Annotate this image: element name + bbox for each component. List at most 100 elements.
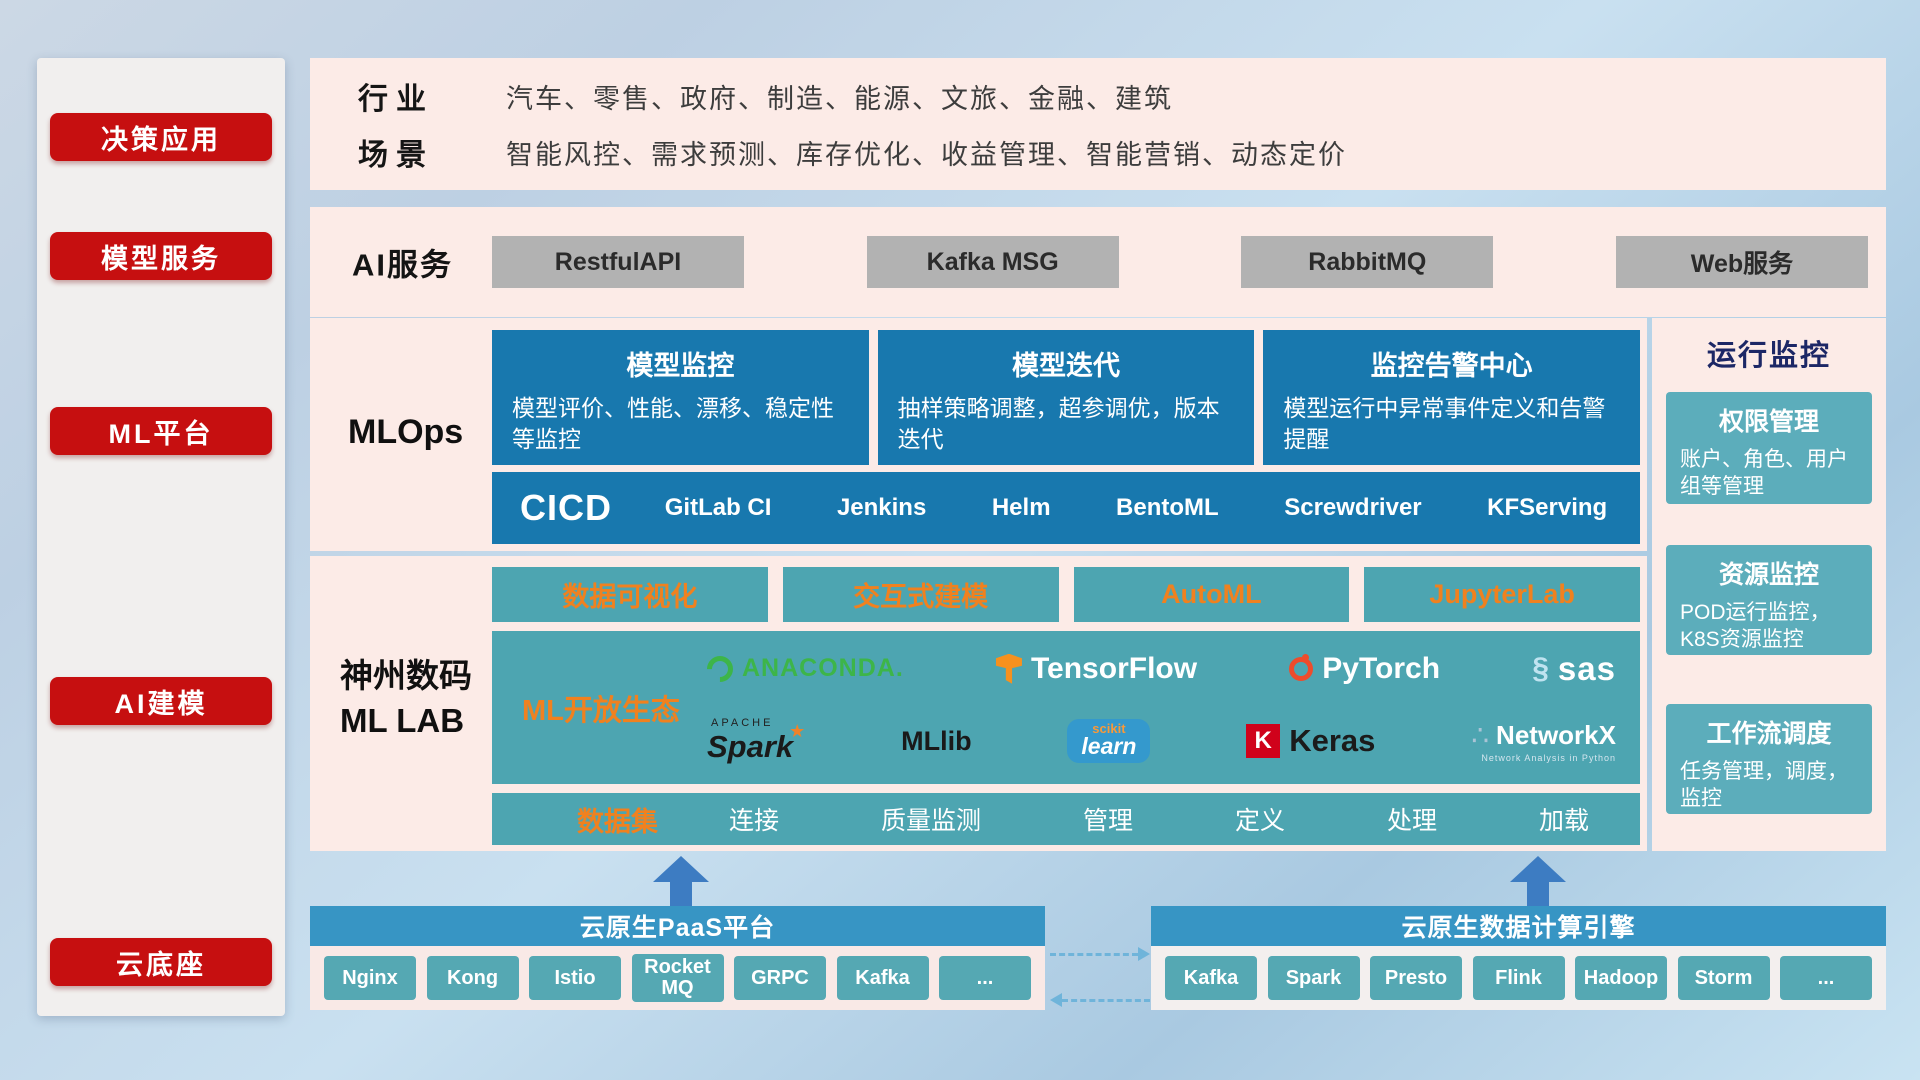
- ml-lab-label-line2: ML LAB: [340, 701, 465, 739]
- sas-wordmark: sas: [1557, 649, 1616, 687]
- model-monitoring-card: 模型监控 模型评价、性能、漂移、稳定性等监控: [492, 330, 869, 465]
- dataflow-line-left: [1062, 999, 1150, 1002]
- sas-logo: § sas: [1532, 650, 1616, 688]
- engine-storm-block: Storm: [1677, 956, 1770, 1000]
- kfserving-item: KFServing: [1487, 494, 1608, 521]
- dataset-label: 数据集: [577, 806, 658, 837]
- card-title: 模型监控: [626, 351, 735, 381]
- networkx-wordmark: NetworkX: [1496, 720, 1616, 751]
- dataflow-arrowhead-left: [1050, 993, 1062, 1007]
- card-title: 工作流调度: [1706, 720, 1832, 748]
- up-arrow-right: [1510, 856, 1566, 906]
- ml-open-ecosystem-box: ML开放生态 ANACONDA. TensorFlow PyTorch: [492, 631, 1640, 784]
- web-service-block: Web服务: [1615, 236, 1868, 288]
- data-visualization-block: 数据可视化: [492, 567, 768, 622]
- kafka-block: Kafka: [836, 956, 929, 1000]
- dataset-step-manage: 管理: [1082, 807, 1133, 835]
- networkx-logo: ∴ NetworkX Network Analysis in Python: [1471, 719, 1616, 763]
- layer-model-service: 模型服务: [50, 232, 272, 280]
- cicd-tools: GitLab CI Jenkins Helm BentoML Screwdriv…: [632, 494, 1640, 522]
- card-desc: 账户、角色、用户组等管理: [1680, 448, 1848, 499]
- rocketmq-block: RocketMQ: [631, 954, 724, 1002]
- interactive-modeling-block: 交互式建模: [782, 567, 1059, 622]
- permission-management-card: 权限管理 账户、角色、用户组等管理: [1666, 392, 1872, 504]
- tensorflow-icon: [995, 653, 1022, 684]
- card-desc: 模型评价、性能、漂移、稳定性等监控: [512, 395, 834, 453]
- arrow-stem: [670, 882, 692, 906]
- dataflow-line-right: [1050, 953, 1138, 956]
- scenario-row: 场景 智能风控、需求预测、库存优化、收益管理、智能营销、动态定价: [358, 128, 1866, 176]
- card-desc: 模型运行中异常事件定义和告警提醒: [1283, 395, 1606, 453]
- keras-k-icon: K: [1246, 724, 1281, 759]
- runtime-monitoring-title: 运行监控: [1706, 340, 1831, 372]
- scenario-list: 智能风控、需求预测、库存优化、收益管理、智能营销、动态定价: [506, 139, 1347, 170]
- ecosystem-logo-row-1: ANACONDA. TensorFlow PyTorch § sas: [701, 650, 1616, 688]
- paas-more-block: ...: [939, 956, 1031, 1000]
- scikit-learn-wordmark: learn: [1081, 733, 1137, 760]
- card-desc: 抽样策略调整，超参调优，版本迭代: [897, 395, 1220, 453]
- kafka-msg-block: Kafka MSG: [866, 236, 1119, 288]
- anaconda-logo: ANACONDA.: [701, 650, 904, 688]
- helm-item: Helm: [991, 494, 1051, 521]
- ml-lab-section: 神州数码 ML LAB 数据可视化 交互式建模 AutoML JupyterLa…: [310, 556, 1647, 851]
- grpc-block: GRPC: [734, 956, 826, 1000]
- dataset-step-process: 处理: [1386, 807, 1437, 835]
- engine-flink-block: Flink: [1472, 956, 1565, 1000]
- tensorflow-wordmark: TensorFlow: [1030, 651, 1198, 685]
- restful-api-block: RestfulAPI: [492, 236, 744, 288]
- alert-center-card: 监控告警中心 模型运行中异常事件定义和告警提醒: [1263, 330, 1641, 465]
- runtime-monitoring-panel: 运行监控 权限管理 账户、角色、用户组等管理 资源监控 POD运行监控，K8S资…: [1652, 318, 1886, 851]
- model-iteration-card: 模型迭代 抽样策略调整，超参调优，版本迭代: [877, 330, 1255, 465]
- spark-wordmark-stack: APACHE Spark ★: [707, 717, 805, 765]
- networkx-nodes-icon: ∴: [1471, 720, 1490, 752]
- gitlab-ci-item: GitLab CI: [664, 494, 772, 521]
- dataset-step-define: 定义: [1234, 807, 1285, 835]
- networkx-subtitle: Network Analysis in Python: [1481, 753, 1616, 764]
- nginx-block: Nginx: [324, 956, 416, 1000]
- paas-platform-components: Nginx Kong Istio RocketMQ GRPC Kafka ...: [310, 946, 1045, 1010]
- anaconda-wordmark: ANACONDA.: [742, 654, 904, 683]
- arrow-head: [653, 856, 709, 882]
- ai-service-buttons: RestfulAPI Kafka MSG RabbitMQ Web服务: [492, 236, 1868, 288]
- industry-scenario-section: 行业 汽车、零售、政府、制造、能源、文旅、金融、建筑 场景 智能风控、需求预测、…: [310, 58, 1886, 190]
- sas-swoosh-icon: §: [1532, 651, 1549, 685]
- ai-service-section: AI服务 RestfulAPI Kafka MSG RabbitMQ Web服务: [310, 207, 1886, 317]
- dataset-steps: 连接 质量监测 管理 定义 处理 加载: [678, 801, 1640, 837]
- dataset-step-load: 加载: [1538, 807, 1589, 835]
- engine-hadoop-block: Hadoop: [1575, 956, 1667, 1000]
- layer-decision-apps: 决策应用: [50, 113, 272, 161]
- jenkins-item: Jenkins: [836, 494, 927, 521]
- networkx-main: ∴ NetworkX: [1471, 719, 1616, 752]
- resource-monitoring-card: 资源监控 POD运行监控，K8S资源监控: [1666, 545, 1872, 655]
- spark-apache-text: APACHE: [711, 717, 774, 730]
- spark-logo: APACHE Spark ★: [707, 717, 805, 765]
- dataflow-arrowhead-right: [1138, 947, 1150, 961]
- anaconda-icon: [701, 650, 739, 688]
- spark-wordmark: Spark: [707, 729, 794, 765]
- layer-cloud-foundation: 云底座: [50, 938, 272, 986]
- pytorch-flame-dot: [1302, 653, 1310, 661]
- automl-block: AutoML: [1073, 567, 1350, 622]
- kong-block: Kong: [426, 956, 519, 1000]
- data-engine-header: 云原生数据计算引擎: [1151, 906, 1886, 946]
- engine-spark-block: Spark: [1267, 956, 1360, 1000]
- card-desc: 任务管理，调度，监控: [1680, 760, 1848, 811]
- spark-star-icon: ★: [789, 721, 806, 742]
- scikit-learn-logo: scikit learn: [1067, 719, 1151, 764]
- card-desc: POD运行监控，K8S资源监控: [1680, 601, 1831, 652]
- engine-presto-block: Presto: [1370, 956, 1462, 1000]
- layer-ml-platform: ML平台: [50, 407, 272, 455]
- ml-lab-feature-buttons: 数据可视化 交互式建模 AutoML JupyterLab: [492, 567, 1640, 622]
- mllib-wordmark: MLlib: [901, 725, 972, 756]
- pytorch-flame-icon: [1289, 653, 1314, 681]
- mlops-cards: 模型监控 模型评价、性能、漂移、稳定性等监控 模型迭代 抽样策略调整，超参调优，…: [492, 330, 1641, 465]
- keras-logo: K Keras: [1246, 723, 1375, 759]
- pytorch-wordmark: PyTorch: [1322, 651, 1441, 685]
- industry-row: 行业 汽车、零售、政府、制造、能源、文旅、金融、建筑: [358, 72, 1866, 120]
- up-arrow-left: [653, 856, 709, 906]
- scikit-top-text: scikit: [1092, 721, 1126, 737]
- dataset-pipeline-row: 数据集 连接 质量监测 管理 定义 处理 加载: [492, 793, 1640, 845]
- workflow-scheduling-card: 工作流调度 任务管理，调度，监控: [1666, 704, 1872, 814]
- cicd-bar: CICD GitLab CI Jenkins Helm BentoML Scre…: [492, 472, 1640, 544]
